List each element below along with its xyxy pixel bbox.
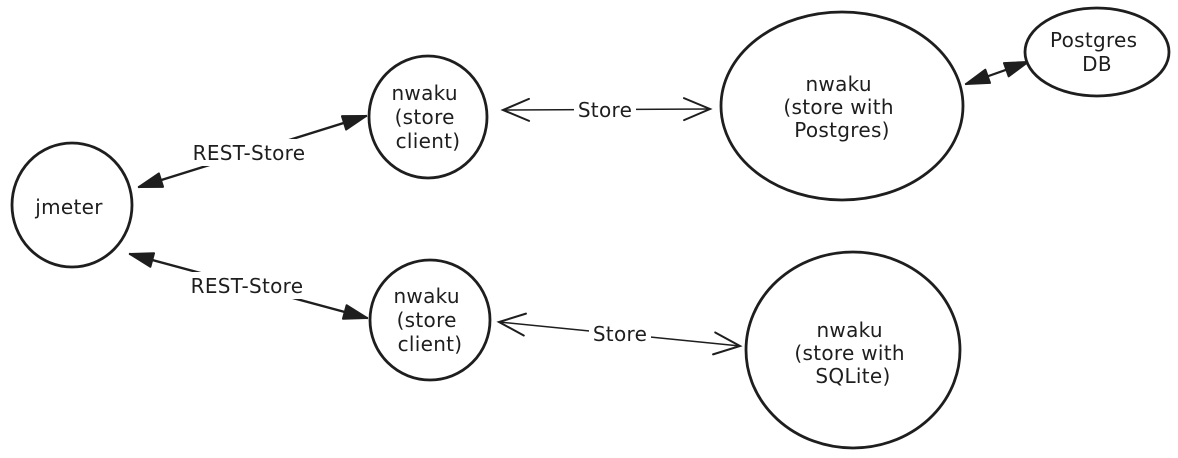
store-bottom-label-bg bbox=[589, 321, 651, 347]
postgres-db-ellipse bbox=[1023, 6, 1171, 98]
node-jmeter: jmeter bbox=[10, 141, 134, 269]
rest-store-bottom-label: REST-Store bbox=[191, 274, 304, 298]
store-client-top-circle bbox=[367, 54, 489, 180]
node-store-client-bottom: nwaku (store client) bbox=[368, 258, 492, 382]
store-top-label: Store bbox=[578, 98, 632, 122]
node-nwaku-store-sqlite: nwaku (store with SQLite) bbox=[744, 250, 962, 450]
nwaku-store-sqlite-circle bbox=[744, 250, 962, 450]
postgres-db-label: Postgres DB bbox=[1050, 21, 1144, 76]
store-client-bottom-circle bbox=[368, 258, 492, 382]
node-store-client-top: nwaku (store client) bbox=[367, 54, 489, 180]
store-client-bottom-label: nwaku (store client) bbox=[393, 277, 466, 356]
jmeter-circle bbox=[10, 141, 134, 269]
rest-store-top-label: REST-Store bbox=[193, 141, 306, 165]
jmeter-label: jmeter bbox=[34, 195, 103, 219]
edge-rest-store-bottom: REST-Store bbox=[128, 252, 369, 320]
nwaku-store-sqlite-label: nwaku (store with SQLite) bbox=[794, 311, 911, 388]
store-bottom-label: Store bbox=[593, 322, 647, 346]
rest-store-top-label-bg bbox=[183, 139, 315, 166]
rest-store-bottom-label-bg bbox=[181, 272, 313, 299]
nwaku-store-postgres-label: nwaku (store with Postgres) bbox=[783, 65, 900, 142]
node-nwaku-store-postgres: nwaku (store with Postgres) bbox=[719, 10, 965, 202]
edge-store-bottom: Store bbox=[496, 312, 743, 356]
nwaku-store-postgres-ellipse bbox=[719, 10, 965, 202]
edge-store-top: Store bbox=[500, 97, 713, 123]
edge-postgres-db-link bbox=[964, 60, 1030, 86]
postgres-db-link-arrow bbox=[964, 60, 1030, 86]
store-top-label-bg bbox=[574, 97, 636, 123]
edge-rest-store-top: REST-Store bbox=[137, 114, 368, 189]
node-postgres-db: Postgres DB bbox=[1023, 6, 1171, 98]
store-client-top-label: nwaku (store client) bbox=[391, 74, 464, 153]
